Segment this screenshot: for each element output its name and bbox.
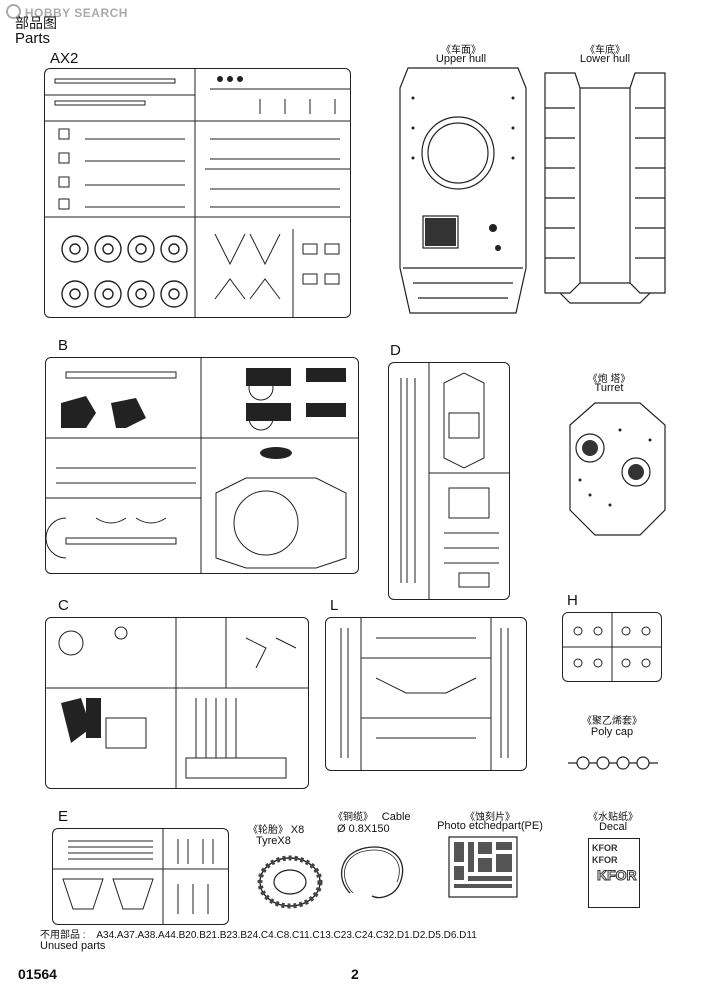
sprue-e-drawing — [53, 829, 228, 924]
page-title-en: Parts — [15, 30, 51, 47]
sprue-label-ax2: AX2 — [50, 50, 79, 67]
lower-hull-label-en: Lower hull — [579, 53, 631, 65]
decal-text-2: KFOR — [592, 855, 618, 865]
unused-parts-label-cn: 不用部品 : — [40, 930, 86, 941]
logo-icon — [6, 4, 21, 19]
sprue-l-drawing — [340, 618, 509, 770]
sprue-e — [52, 828, 229, 925]
sprue-h — [562, 612, 662, 682]
unused-parts-list: A34.A37.A38.A44.B20.B21.B23.B24.C4.C8.C1… — [96, 930, 477, 941]
lower-hull-label-cn: 《车底》 — [585, 45, 625, 56]
sprue-label-l: L — [330, 597, 339, 614]
decal-text-1: KFOR — [592, 843, 618, 853]
pe-label-en: Photo etchedpart(PE) — [437, 820, 543, 832]
sprue-label-d: D — [390, 342, 401, 359]
sprue-label-b: B — [58, 337, 69, 354]
sprue-l — [325, 617, 527, 771]
lower-hull-drawing — [544, 72, 666, 304]
pe-fret-drawing — [448, 836, 518, 898]
upper-hull-drawing — [399, 67, 527, 314]
decal-label-en: Decal — [598, 821, 628, 833]
decal-text-3: KFOR — [597, 867, 638, 884]
upper-hull-label-en: Upper hull — [435, 53, 487, 65]
sprue-ax2-drawing — [45, 69, 350, 317]
sprue-d-drawing — [400, 363, 509, 599]
tyre-drawing — [257, 855, 323, 909]
cable-label-cn: 《铜缆》 Cable — [333, 811, 411, 823]
turret-drawing — [569, 402, 666, 536]
sprue-ax2 — [44, 68, 351, 318]
decal-label-cn: 《水贴纸》 — [588, 812, 638, 823]
polycap-label-cn: 《聚乙烯套》 — [582, 716, 642, 727]
unused-parts-label-en: Unused parts — [40, 940, 106, 952]
upper-hull-label-cn: 《车面》 — [441, 45, 481, 56]
turret-label-cn: 《炮 塔》 — [587, 374, 631, 385]
turret-label-en: Turret — [594, 382, 624, 394]
tyre-label-en: TyreX8 — [256, 835, 291, 847]
unused-parts-line: 不用部品 : A34.A37.A38.A44.B20.B21.B23.B24.C… — [40, 926, 477, 941]
product-code: 01564 — [18, 966, 57, 982]
pe-label-cn: 《蚀刻片》 — [465, 812, 515, 823]
sprue-c-drawing — [46, 618, 308, 788]
polycap-label-en: Poly cap — [590, 726, 634, 738]
watermark: HOBBY SEARCH — [6, 4, 128, 20]
sprue-c — [45, 617, 309, 789]
sprue-d — [388, 362, 510, 600]
sprue-label-c: C — [58, 597, 69, 614]
polycap-drawing — [568, 756, 658, 770]
sprue-b — [45, 357, 359, 574]
cable-drawing — [341, 846, 404, 899]
page-number: 2 — [351, 966, 359, 982]
sprue-b-drawing — [45, 358, 358, 573]
tyre-label-cn: 《轮胎》 X8 — [248, 824, 305, 836]
cable-size: Ø 0.8X150 — [337, 823, 390, 835]
sprue-label-e: E — [58, 808, 69, 825]
page-title-cn: 部品图 — [15, 15, 57, 31]
sprue-h-drawing — [563, 613, 661, 681]
sprue-label-h: H — [567, 592, 578, 609]
decal-sheet: KFOR KFOR KFOR — [588, 838, 640, 908]
